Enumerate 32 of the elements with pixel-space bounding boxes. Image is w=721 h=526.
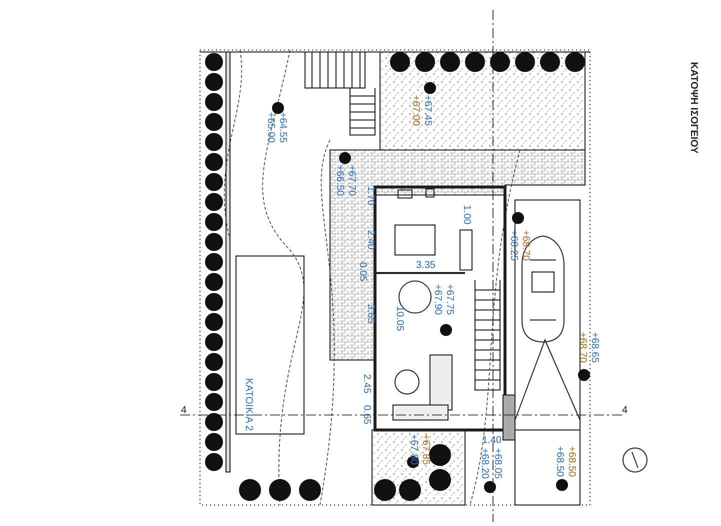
elevation-label: +68.20 bbox=[479, 448, 490, 479]
elevation-label: +68.50 bbox=[566, 446, 577, 477]
dimension-label: 1.70 bbox=[365, 186, 376, 206]
dimension-label: 1.00 bbox=[461, 205, 472, 224]
building-label: ΚΑΤΟΙΚΙΑ 2 bbox=[243, 378, 254, 431]
dimension-label: 0.05 bbox=[357, 262, 368, 282]
elevation-label: +68.05 bbox=[492, 448, 503, 479]
elevation-label: +67.80 bbox=[408, 434, 419, 465]
elevation-label: +68.25 bbox=[508, 230, 519, 261]
dimension-label: 0.65 bbox=[361, 405, 372, 424]
dimension-label: 1.40 bbox=[482, 435, 502, 446]
elevation-label: +66.50 bbox=[334, 165, 345, 196]
dimension-label: 10.05 bbox=[394, 306, 405, 332]
elevation-label: +67.85 bbox=[420, 434, 431, 465]
elevation-label: +67.90 bbox=[432, 284, 443, 315]
elevation-label: +68.70 bbox=[520, 230, 531, 261]
elevation-label: +67.75 bbox=[444, 284, 455, 315]
elevation-label: +67.00 bbox=[410, 95, 421, 126]
dimension-label: 2.45 bbox=[361, 374, 372, 394]
elevation-label: +68.65 bbox=[589, 332, 600, 363]
elevation-label: +68.70 bbox=[577, 332, 588, 363]
section-marker: 4 bbox=[181, 405, 187, 416]
elevation-label: +68.50 bbox=[554, 446, 565, 477]
elevation-label: +65.00 bbox=[265, 112, 276, 143]
elevation-label: +67.70 bbox=[346, 165, 357, 196]
elevation-label: +67.45 bbox=[422, 95, 433, 126]
dimension-label: 2.40 bbox=[365, 230, 376, 250]
dimension-label: 3.35 bbox=[416, 260, 436, 271]
dimension-label: 3.65 bbox=[365, 304, 376, 324]
drawing-title: ΚΑΤΟΨΗ ΙΣΟΓΕΙΟΥ bbox=[688, 62, 699, 154]
section-marker: 4 bbox=[622, 405, 628, 416]
elevation-label: +64.55 bbox=[277, 112, 288, 143]
